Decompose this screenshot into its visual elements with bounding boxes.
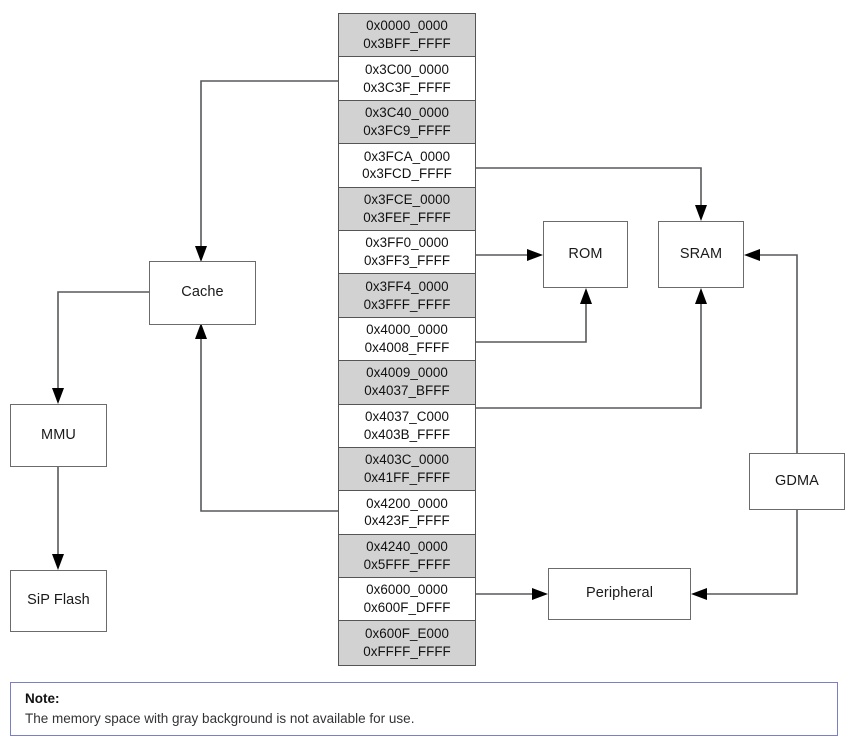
block-gdma: GDMA — [749, 453, 845, 510]
wire-mmu-to-sip-flash — [52, 467, 64, 570]
memory-row: 0x3FCE_0000 0x3FEF_FFFF — [339, 187, 475, 231]
memory-row: 0x4009_0000 0x4037_BFFF — [339, 361, 475, 405]
range-end: 0x403B_FFFF — [363, 426, 451, 442]
memory-row: 0x4037_C000 0x403B_FFFF — [339, 404, 475, 448]
wire-rom-mirror-range-to-rom-bottom — [476, 288, 592, 343]
range-end: 0x600F_DFFF — [363, 600, 451, 616]
memory-row: 0x3FF0_0000 0x3FF3_FFFF — [339, 230, 475, 275]
range-end: 0x423F_FFFF — [364, 513, 450, 529]
range-start: 0x0000_0000 — [366, 18, 448, 34]
block-sip-flash: SiP Flash — [10, 570, 107, 632]
range-end: 0x3FEF_FFFF — [363, 209, 451, 225]
range-end: 0x3FC9_FFFF — [363, 122, 451, 138]
range-start: 0x3FF0_0000 — [365, 235, 449, 251]
memory-row: 0x600F_E000 0xFFFF_FFFF — [339, 621, 475, 665]
range-start: 0x3FF4_0000 — [365, 278, 449, 294]
range-end: 0x4008_FFFF — [364, 339, 450, 355]
range-end: 0x5FFF_FFFF — [363, 556, 451, 572]
range-start: 0x3FCE_0000 — [363, 191, 451, 207]
range-start: 0x4200_0000 — [366, 495, 448, 511]
memory-row: 0x0000_0000 0x3BFF_FFFF — [339, 14, 475, 58]
wire-sram-range-to-sram-top — [476, 167, 707, 221]
memory-row: 0x3FF4_0000 0x3FFF_FFFF — [339, 274, 475, 318]
block-mmu: MMU — [10, 404, 107, 467]
range-end: 0x3FFF_FFFF — [363, 296, 451, 312]
block-cache: Cache — [149, 261, 256, 325]
memory-row: 0x3C00_0000 0x3C3F_FFFF — [339, 57, 475, 101]
wire-gdma-to-peripheral — [691, 510, 798, 600]
range-end: 0x3C3F_FFFF — [363, 79, 451, 95]
block-peripheral: Peripheral — [548, 568, 691, 620]
range-end: 0x3FCD_FFFF — [362, 166, 452, 182]
wire-sram-mirror-range-to-sram-bottom — [476, 288, 707, 409]
memory-row: 0x4240_0000 0x5FFF_FFFF — [339, 534, 475, 579]
wire-peripheral-range-to-peripheral — [476, 588, 548, 600]
block-sram: SRAM — [658, 221, 744, 288]
wire-cache-to-mmu — [52, 291, 149, 404]
memory-row: 0x4000_0000 0x4008_FFFF — [339, 317, 475, 362]
range-start: 0x4037_C000 — [365, 408, 449, 424]
range-start: 0x4009_0000 — [366, 365, 448, 381]
wire-gdma-to-sram — [744, 249, 798, 453]
wire-rom-range-to-rom-left — [476, 249, 543, 261]
range-start: 0x3C00_0000 — [365, 61, 449, 77]
range-start: 0x4240_0000 — [366, 539, 448, 555]
range-start: 0x600F_E000 — [365, 626, 449, 642]
range-start: 0x4000_0000 — [366, 322, 448, 338]
memory-address-column: 0x0000_0000 0x3BFF_FFFF 0x3C00_0000 0x3C… — [338, 13, 476, 666]
memory-row: 0x6000_0000 0x600F_DFFF — [339, 578, 475, 622]
memory-row: 0x3C40_0000 0x3FC9_FFFF — [339, 100, 475, 145]
block-rom: ROM — [543, 221, 628, 288]
note-callout: Note: The memory space with gray backgro… — [10, 682, 838, 736]
range-end: 0x3BFF_FFFF — [363, 36, 451, 52]
range-start: 0x3C40_0000 — [365, 105, 449, 121]
memory-row: 0x3FCA_0000 0x3FCD_FFFF — [339, 144, 475, 188]
wire-cache-range-to-cache — [195, 323, 338, 512]
note-text: The memory space with gray background is… — [25, 711, 415, 726]
range-end: 0x4037_BFFF — [364, 383, 450, 399]
range-end: 0x3FF3_FFFF — [363, 253, 451, 269]
memory-row: 0x403C_0000 0x41FF_FFFF — [339, 447, 475, 492]
range-start: 0x403C_0000 — [365, 452, 449, 468]
note-title: Note: — [25, 691, 60, 706]
range-start: 0x3FCA_0000 — [363, 148, 451, 164]
range-start: 0x6000_0000 — [366, 582, 448, 598]
range-end: 0xFFFF_FFFF — [363, 644, 451, 660]
wire-flash-range-to-cache — [195, 80, 338, 262]
memory-row: 0x4200_0000 0x423F_FFFF — [339, 491, 475, 535]
range-end: 0x41FF_FFFF — [363, 470, 451, 486]
